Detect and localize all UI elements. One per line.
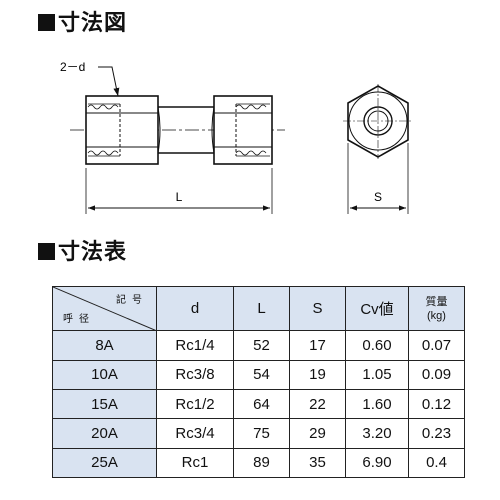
nominal-size-cell: 15A	[52, 389, 157, 420]
cv-cell: 1.05	[345, 359, 409, 391]
nominal-size-cell: 8A	[52, 330, 157, 361]
l-cell: 89	[233, 447, 290, 479]
corner-top-label: 記号	[116, 295, 148, 306]
square-bullet-icon	[38, 14, 55, 31]
width-dimension-label: S	[374, 190, 382, 204]
dimension-table: 記号 呼径 d L S Cv値 質量 (kg) 8A Rc1/4 52 17 0…	[52, 285, 465, 479]
s-cell: 17	[289, 330, 346, 361]
table-row: 8A Rc1/4 52 17 0.60 0.07	[52, 330, 465, 361]
corner-header-cell: 記号 呼径	[52, 285, 157, 332]
d-cell: Rc3/4	[156, 418, 234, 449]
nominal-size-cell: 20A	[52, 418, 157, 449]
d-cell: Rc1/2	[156, 389, 234, 420]
column-header-mass: 質量 (kg)	[408, 285, 465, 332]
drawing-section-title: 寸法図	[58, 11, 128, 36]
cv-cell: 6.90	[345, 447, 409, 479]
thread-callout-label: 2－d	[60, 60, 85, 74]
table-header-row: 記号 呼径 d L S Cv値 質量 (kg)	[52, 285, 465, 332]
table-section-title: 寸法表	[58, 240, 128, 265]
table-row: 10A Rc3/8 54 19 1.05 0.09	[52, 359, 465, 391]
column-header-l: L	[233, 285, 290, 332]
dimension-drawing: 2－d L S	[60, 60, 413, 214]
column-header-cv: Cv値	[345, 285, 409, 332]
l-cell: 54	[233, 359, 290, 391]
mass-cell: 0.12	[408, 389, 465, 420]
mass-header-label: 質量	[425, 295, 448, 308]
nominal-size-cell: 10A	[52, 359, 157, 391]
mass-cell: 0.4	[408, 447, 465, 479]
length-dimension-label: L	[176, 190, 183, 204]
mass-cell: 0.23	[408, 418, 465, 449]
drawing-section-heading: 寸法図	[38, 11, 127, 37]
l-cell: 75	[233, 418, 290, 449]
column-header-s: S	[289, 285, 346, 332]
column-header-d: d	[156, 285, 234, 332]
s-cell: 22	[289, 389, 346, 420]
s-cell: 19	[289, 359, 346, 391]
end-view-hexagon	[343, 84, 413, 159]
d-cell: Rc3/8	[156, 359, 234, 391]
mass-cell: 0.09	[408, 359, 465, 391]
l-cell: 64	[233, 389, 290, 420]
right-hex-body	[213, 95, 273, 165]
d-cell: Rc1/4	[156, 330, 234, 361]
nominal-size-cell: 25A	[52, 447, 157, 479]
s-cell: 35	[289, 447, 346, 479]
mass-header-unit: (kg)	[427, 309, 446, 322]
table-row: 20A Rc3/4 75 29 3.20 0.23	[52, 418, 465, 449]
s-cell: 29	[289, 418, 346, 449]
table-row: 15A Rc1/2 64 22 1.60 0.12	[52, 389, 465, 420]
l-cell: 52	[233, 330, 290, 361]
square-bullet-icon	[38, 243, 55, 260]
corner-bottom-label: 呼径	[63, 314, 95, 326]
table-section-heading: 寸法表	[38, 240, 127, 266]
left-hex-body	[85, 95, 159, 165]
mass-cell: 0.07	[408, 330, 465, 361]
table-row: 25A Rc1 89 35 6.90 0.4	[52, 447, 465, 479]
cv-cell: 3.20	[345, 418, 409, 449]
cv-cell: 1.60	[345, 389, 409, 420]
d-cell: Rc1	[156, 447, 234, 479]
callout-leader	[98, 66, 120, 97]
cv-cell: 0.60	[345, 330, 409, 361]
